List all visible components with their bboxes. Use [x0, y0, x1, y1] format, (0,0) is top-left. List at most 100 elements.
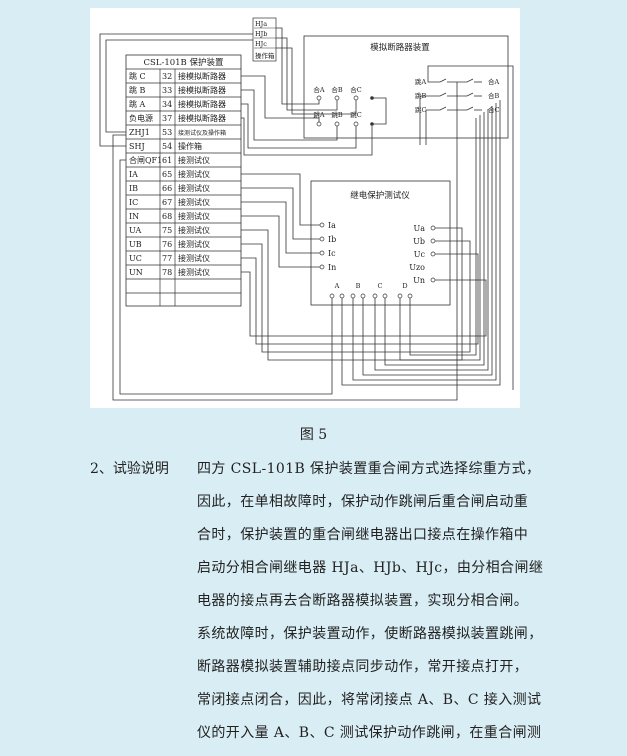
- terminal-icon: [430, 238, 436, 244]
- table-cell-terminal: 33: [162, 86, 172, 95]
- terminal-icon: [334, 95, 340, 101]
- operation-box: [252, 17, 277, 62]
- terminal-icon: [360, 293, 366, 299]
- wire: [419, 95, 433, 145]
- table-title: CSL-101B 保护装置: [143, 57, 224, 68]
- wire: [241, 173, 320, 226]
- table-cell-destination: 接测试仪: [178, 225, 210, 235]
- voltage-terminal-label: Ua: [413, 224, 425, 233]
- terminal-icon: [430, 251, 436, 257]
- wire: [447, 106, 474, 111]
- trip-contact-label: 跳B: [415, 91, 427, 100]
- terminal-icon: [339, 293, 345, 299]
- hj-contact-label: HJb: [255, 30, 267, 38]
- operation-box-label: 操作箱: [255, 51, 275, 60]
- trip-terminal-label: 跳B: [331, 110, 343, 119]
- table-cell-terminal: 68: [162, 212, 172, 221]
- paragraph-line: 仪的开入量 A、B、C 测试保护动作跳闸，在重合闸测: [197, 725, 542, 741]
- terminal-icon: [372, 293, 378, 299]
- table-cell-terminal: 37: [162, 114, 172, 123]
- paragraph-line: 因此，在单相故障时，保护动作跳闸后重合闸启动重: [197, 494, 529, 510]
- binary-input-label: C: [378, 282, 383, 290]
- binary-input-label: B: [356, 282, 361, 290]
- wire: [241, 201, 320, 254]
- trip-terminal-label: 跳A: [313, 110, 325, 119]
- table-cell-terminal: 34: [162, 100, 172, 109]
- table-cell-signal: UA: [129, 226, 141, 235]
- hj-contact-label: HJc: [255, 40, 267, 48]
- table-cell-destination: 接测试仪: [178, 183, 210, 193]
- table-cell-destination: 接模拟断路器: [178, 99, 226, 109]
- paragraph-line: 电器的接点再去合断路器模拟装置，实现分相合闸。: [197, 593, 529, 609]
- terminal-icon: [316, 121, 322, 127]
- table-cell-destination: 接测试仪: [178, 267, 210, 277]
- terminal-icon: [430, 277, 436, 283]
- binary-input-label: D: [402, 282, 407, 290]
- terminal-icon: [370, 96, 374, 100]
- wire: [112, 134, 458, 401]
- table-cell-signal: IB: [129, 184, 138, 193]
- trip-contact-label: 跳A: [415, 77, 427, 86]
- wire: [276, 47, 357, 115]
- terminal-icon: [334, 121, 340, 127]
- terminal-icon: [329, 293, 335, 299]
- table-cell-destination: 接测试仪: [178, 155, 210, 165]
- wire: [119, 159, 333, 395]
- table-cell-destination: 接模拟断路器: [178, 113, 226, 123]
- paragraph-line: 启动分相合闸继电器 HJa、HJb、HJc，由分相合闸继: [197, 560, 544, 576]
- current-terminal-label: Ib: [328, 235, 336, 244]
- table-cell-terminal: 76: [162, 240, 172, 249]
- wire: [241, 89, 338, 141]
- tester-title: 继电保护测试仪: [350, 190, 410, 201]
- wire: [241, 187, 320, 240]
- close-contact-label: 合A: [488, 77, 500, 86]
- table-cell-terminal: 66: [162, 184, 172, 193]
- close-terminal-label: 合B: [331, 85, 343, 94]
- wire: [99, 33, 253, 147]
- section-label: 2、试验说明: [90, 461, 169, 477]
- table-cell-destination: 接测试仪及操作箱: [178, 129, 226, 137]
- relay-tester-box: [310, 180, 451, 306]
- wire: [425, 109, 433, 145]
- terminal-icon: [430, 225, 436, 231]
- wire: [373, 97, 387, 125]
- wire: [433, 92, 447, 97]
- table-cell-destination: 接模拟断路器: [178, 85, 226, 95]
- voltage-terminal-label: Un: [413, 276, 425, 285]
- table-cell-terminal: 53: [162, 128, 172, 137]
- table-cell-destination: 接测试仪: [178, 197, 210, 207]
- hj-contact-label: HJa: [255, 20, 267, 28]
- wire: [241, 103, 357, 149]
- table-cell-terminal: 78: [162, 268, 172, 277]
- table-cell-signal: 合闸QF1: [129, 155, 162, 165]
- current-terminal-label: Ia: [328, 221, 336, 230]
- close-terminal-label: 合A: [313, 85, 325, 94]
- wire: [447, 92, 474, 97]
- table-cell-signal: IC: [129, 198, 138, 207]
- wire: [241, 227, 463, 361]
- paragraph-line: 合时，保护装置的重合闸继电器出口接点在操作箱中: [197, 527, 529, 543]
- close-contact-label: 合B: [488, 91, 500, 100]
- wire: [276, 27, 320, 105]
- table-cell-signal: UB: [129, 240, 142, 249]
- wire: [427, 65, 514, 390]
- table-cell-destination: 操作箱: [178, 141, 202, 151]
- wire: [352, 103, 497, 381]
- table-cell-signal: IA: [129, 170, 138, 179]
- table-cell-signal: UC: [129, 254, 142, 263]
- terminal-icon: [353, 121, 359, 127]
- wire: [433, 106, 447, 111]
- table-cell-destination: 接测试仪: [178, 253, 210, 263]
- wire: [241, 271, 487, 337]
- table-cell-signal: ZHJ1: [129, 128, 150, 137]
- trip-terminal-label: 跳C: [350, 110, 362, 119]
- paragraph-line: 四方 CSL-101B 保护装置重合闸方式选择综重方式，: [197, 461, 541, 477]
- terminal-icon: [319, 222, 325, 228]
- table-cell-destination: 接测试仪: [178, 239, 210, 249]
- table-cell-destination: 接测试仪: [178, 211, 210, 221]
- wire: [241, 75, 320, 122]
- paragraph-line: 系统故障时，保护装置动作，使断路器模拟装置跳闸，: [197, 626, 543, 642]
